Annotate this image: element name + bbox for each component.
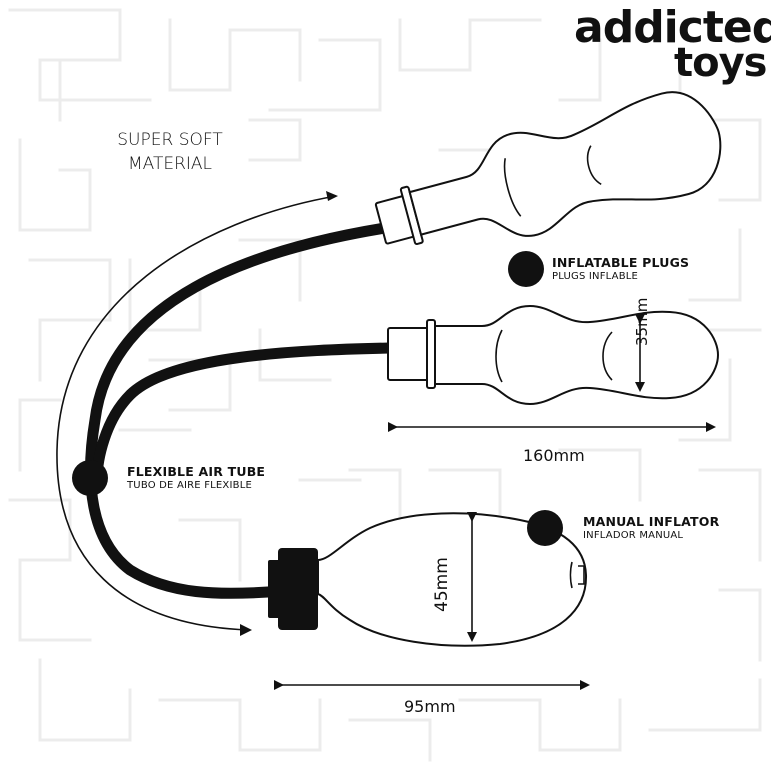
- inflator-callout-subtitle: INFLADOR MANUAL: [583, 530, 684, 541]
- plugs-callout-subtitle: PLUGS INFLABLE: [552, 271, 639, 282]
- material-label: SUPER SOFT MATERIAL: [106, 128, 234, 176]
- material-curve-arrow: [56, 195, 337, 631]
- material-label-line1: SUPER SOFT: [117, 130, 223, 150]
- inflator-bulb: [317, 512, 588, 647]
- brand-logo-line1: addicted: [574, 2, 771, 53]
- plug-length-label: 160mm: [523, 446, 585, 465]
- inflator-callout-title: MANUAL INFLATOR: [583, 514, 720, 529]
- plugs-callout-dot: [508, 251, 544, 287]
- brand-logo-line2: toys: [674, 40, 767, 86]
- material-arrowhead-bottom: [240, 624, 252, 636]
- plug-diameter-label: 35mm: [633, 297, 651, 346]
- tube-callout-subtitle: TUBO DE AIRE FLEXIBLE: [127, 480, 252, 491]
- tube-callout-title: FLEXIBLE AIR TUBE: [127, 464, 266, 479]
- material-label-line2: MATERIAL: [127, 154, 213, 174]
- upper-plug: [374, 91, 722, 245]
- lower-plug: [387, 304, 720, 406]
- bulb-height-label: 45mm: [432, 557, 452, 612]
- bulb-length-label: 95mm: [404, 697, 456, 716]
- plugs-callout-title: INFLATABLE PLUGS: [552, 255, 690, 270]
- air-tube: [85, 222, 396, 599]
- inflator-connector: [268, 548, 318, 630]
- material-arrowhead-top: [326, 191, 338, 201]
- tube-callout-dot: [72, 460, 108, 496]
- inflator-callout-dot: [527, 510, 563, 546]
